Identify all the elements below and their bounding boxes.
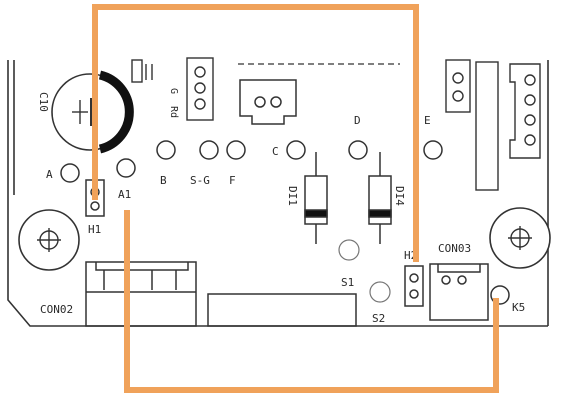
connector-right-top xyxy=(445,59,541,191)
label-rd: Rd xyxy=(168,106,179,118)
jumper-wire-2 xyxy=(124,210,499,393)
label-g: G xyxy=(168,88,179,94)
label-e: E xyxy=(424,114,431,127)
diode-di1-icon xyxy=(304,152,328,244)
label-s2: S2 xyxy=(372,312,385,325)
pad-s1 xyxy=(338,239,360,261)
label-c10: C10 xyxy=(37,92,50,112)
label-sg: S-G xyxy=(190,174,210,187)
label-k5: K5 xyxy=(512,301,525,314)
label-h1: H1 xyxy=(88,223,101,236)
label-con02: CON02 xyxy=(40,303,73,316)
test-pads xyxy=(60,140,443,183)
connector-top-middle xyxy=(239,79,297,125)
label-a: A xyxy=(46,168,53,181)
board-outline xyxy=(7,60,549,327)
label-b: B xyxy=(160,174,167,187)
label-d: D xyxy=(354,114,361,127)
connector-con03 xyxy=(429,263,489,321)
diode-di4-icon xyxy=(368,152,392,244)
connector-con02 xyxy=(85,261,197,327)
label-di1: DI1 xyxy=(286,186,299,206)
connector-bottom-middle xyxy=(207,293,357,327)
mount-hole-left-icon xyxy=(18,209,80,271)
header-h1 xyxy=(85,179,105,217)
capacitor-c10-icon xyxy=(51,70,134,154)
label-con03: CON03 xyxy=(438,242,471,255)
label-f: F xyxy=(229,174,236,187)
label-a1: A1 xyxy=(118,188,131,201)
mount-hole-right-icon xyxy=(489,207,551,269)
connector-vertical-top xyxy=(186,57,214,121)
label-c: C xyxy=(272,145,279,158)
pad-s2 xyxy=(369,281,391,303)
header-top-left xyxy=(131,59,153,83)
label-di4: DI4 xyxy=(393,186,406,206)
header-h2 xyxy=(404,265,424,307)
jumper-wire-1 xyxy=(92,4,419,262)
label-s1: S1 xyxy=(341,276,354,289)
